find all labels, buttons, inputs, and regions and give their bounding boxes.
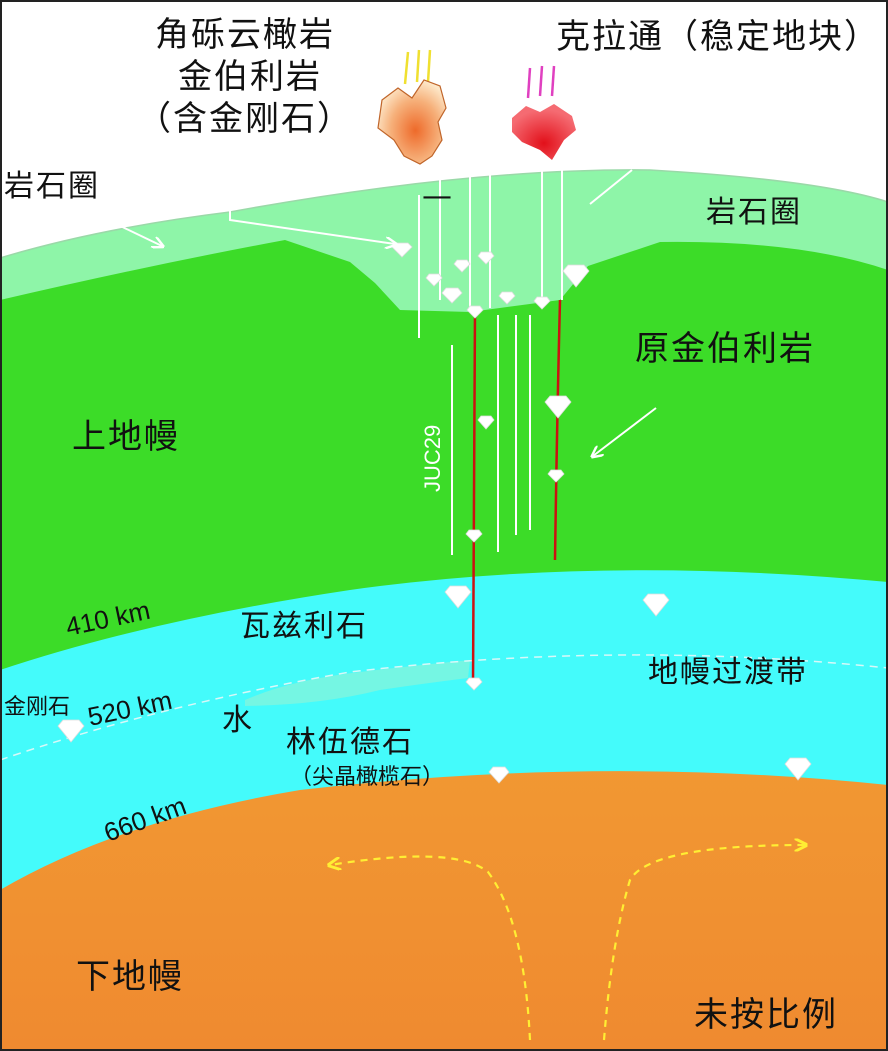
lower-mantle-label: 下地幔 <box>76 957 184 997</box>
sky <box>0 0 888 258</box>
kimberlite-label-line3: （含金刚石） <box>137 99 353 139</box>
diamond-icon <box>57 719 85 743</box>
diamond-icon <box>466 305 484 319</box>
diamond-icon <box>533 296 551 310</box>
kimberlite-label-line2: 金伯利岩 <box>178 57 322 97</box>
proto-kimberlite-label: 原金伯利岩 <box>635 329 815 369</box>
ringwoodite-note-label: （尖晶橄榄石） <box>290 765 444 790</box>
diamond-icon <box>784 757 812 781</box>
pointer-arrow-xenolith <box>229 205 395 244</box>
magma-channel-left <box>471 309 477 686</box>
diamond-icon <box>465 677 483 691</box>
diamond-label: 金刚石 <box>4 695 70 720</box>
pointer-arrow-proto-kimberlite <box>593 407 657 456</box>
wadsleyite-label: 瓦兹利石 <box>240 609 368 644</box>
diamond-icon <box>453 259 471 273</box>
lithosphere-surface-line <box>0 169 888 259</box>
diamond-icon <box>441 287 463 304</box>
kimberlite-label-line1: 角砾云橄岩 <box>155 15 335 55</box>
craton-rock-icon <box>512 65 576 160</box>
diamond-icon <box>562 264 590 288</box>
boundary-520-dashed <box>0 654 888 761</box>
diamond-icon <box>544 395 572 419</box>
diamond-icon <box>465 529 483 543</box>
transition-zone-label: 地幔过渡带 <box>648 655 808 690</box>
diamond-icon <box>425 273 443 287</box>
convection-arrow-left <box>330 855 532 1041</box>
diamond-icon <box>498 291 516 305</box>
sample-label: JUC29 <box>420 425 445 492</box>
magma-channel-right <box>553 299 562 561</box>
pointer-line-craton <box>589 169 633 205</box>
kimberlite-rock-icon <box>377 49 447 165</box>
diamond-icon <box>547 469 565 483</box>
pointer-arrow-lithosphere <box>111 221 162 246</box>
dash-label: — <box>422 179 454 214</box>
diamond-icon <box>477 415 495 430</box>
water-label: 水 <box>222 703 254 738</box>
diamond-icon <box>477 251 495 265</box>
water-zone <box>245 660 470 706</box>
diamond-icon <box>642 593 670 617</box>
upper-mantle-label: 上地幔 <box>72 417 180 457</box>
convection-arrow-right <box>602 845 805 1041</box>
lithosphere-label-right: 岩石圈 <box>706 195 802 230</box>
convection-arrows <box>330 845 805 1041</box>
lithosphere-label-left: 岩石圈 <box>4 169 100 204</box>
craton-label: 克拉通（稳定地块） <box>556 17 880 57</box>
diamond-icon <box>444 585 472 609</box>
diamond-icon <box>488 766 510 784</box>
not-to-scale-label: 未按比例 <box>694 995 838 1035</box>
ringwoodite-label: 林伍德石 <box>286 725 414 760</box>
